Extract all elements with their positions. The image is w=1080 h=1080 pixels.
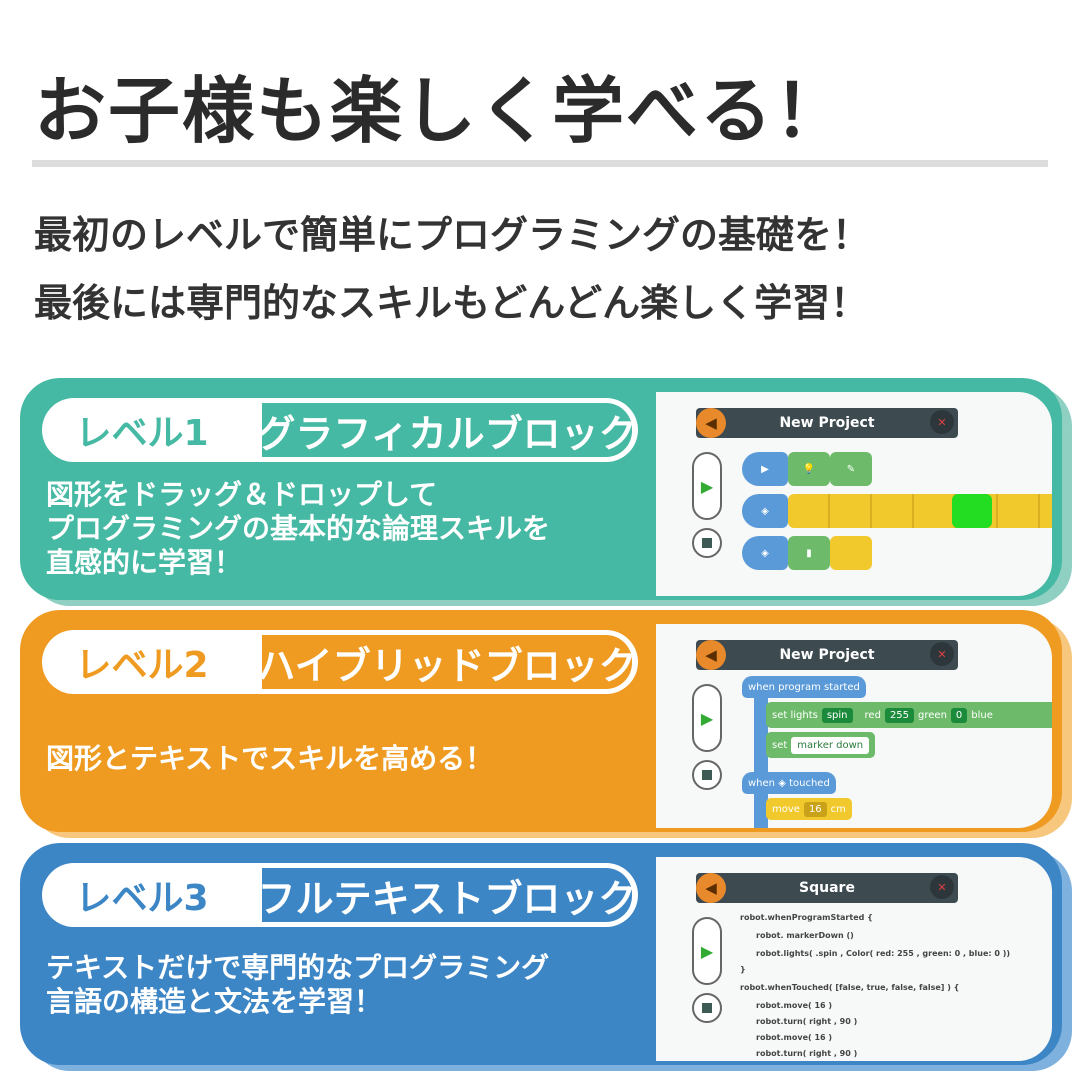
touched-label: touched xyxy=(789,777,830,789)
cm-label: cm xyxy=(830,803,846,815)
move-block xyxy=(830,536,872,570)
code-line: robot.move( 16 ) xyxy=(756,1033,833,1042)
red-label: red xyxy=(864,709,881,721)
green-value: 0 xyxy=(950,707,968,723)
when-start-block: ▶ xyxy=(742,452,788,486)
level-3-card: レベル3 フルテキストブロック テキストだけで専門的なプログラミング 言語の構造… xyxy=(20,843,1072,1071)
active-block xyxy=(952,494,992,528)
move-value: 16 xyxy=(803,801,827,817)
marker-value: marker down xyxy=(791,736,870,754)
desc-line: 言語の構造と文法を学習！ xyxy=(46,985,383,1018)
set-lights-block: set lights spin red 255 green 0 blue xyxy=(766,702,1052,728)
app-screenshot: New Project ◀ ✕ ▶ ▶ 💡 ✎ ◈ ◈ ▮ xyxy=(656,392,1052,596)
code-line: } xyxy=(740,965,746,974)
set-marker-block: set marker down xyxy=(766,732,876,758)
app-screenshot: New Project ◀ ✕ ▶ when program started s… xyxy=(656,624,1052,828)
desc-line: プログラミングの基本的な論理スキルを xyxy=(46,512,551,545)
green-label: green xyxy=(918,709,947,721)
set-label: set xyxy=(772,739,788,751)
code-line: robot.whenTouched( [false, true, false, … xyxy=(740,983,960,992)
project-title: Square xyxy=(696,873,958,903)
level-2-label: レベル2 ハイブリッドブロック xyxy=(42,630,638,694)
blue-label: blue xyxy=(971,709,993,721)
when-touched-block: ◈ xyxy=(742,536,788,570)
when-touched-block: ◈ xyxy=(742,494,788,528)
code-line: robot.whenProgramStarted { xyxy=(740,913,873,922)
code-line: robot.lights( .spin , Color( red: 255 , … xyxy=(756,949,1011,958)
level-3-label: レベル3 フルテキストブロック xyxy=(42,863,638,927)
play-icon: ▶ xyxy=(692,452,722,520)
level-description: テキストだけで専門的なプログラミング 言語の構造と文法を学習！ xyxy=(46,951,549,1019)
move-blocks xyxy=(788,494,1052,528)
close-icon: ✕ xyxy=(930,875,954,899)
level-1-label: レベル1 グラフィカルブロック xyxy=(42,398,638,462)
app-screenshot: Square ◀ ✕ ▶ robot.whenProgramStarted { … xyxy=(656,857,1052,1061)
level-name: ハイブリッドブロック xyxy=(257,635,637,689)
close-icon: ✕ xyxy=(930,410,954,434)
level-name: グラフィカルブロック xyxy=(257,403,637,457)
back-arrow-icon: ◀ xyxy=(696,408,726,438)
back-arrow-icon: ◀ xyxy=(696,873,726,903)
desc-line: テキストだけで専門的なプログラミング xyxy=(46,951,550,984)
page-title: お子様も楽しく学べる！ xyxy=(34,69,849,153)
code-line: robot.turn( right , 90 ) xyxy=(756,1017,858,1026)
level-description: 図形をドラッグ＆ドロップして プログラミングの基本的な論理スキルを 直感的に学習… xyxy=(46,478,550,580)
red-value: 255 xyxy=(884,707,915,723)
divider xyxy=(32,160,1048,167)
when-started-block: when program started xyxy=(742,676,866,698)
level-description: 図形とテキストでスキルを高める！ xyxy=(46,742,493,776)
close-icon: ✕ xyxy=(930,642,954,666)
subtitle-line-1: 最初のレベルで簡単にプログラミングの基礎を！ xyxy=(34,213,871,257)
when-label: when xyxy=(748,777,776,789)
code-line: robot. markerDown () xyxy=(756,931,854,940)
sound-block: ▮ xyxy=(788,536,830,570)
desc-line: 図形をドラッグ＆ドロップして xyxy=(46,478,438,511)
spin-value: spin xyxy=(821,707,853,723)
level-number: レベル3 xyxy=(75,878,209,919)
back-arrow-icon: ◀ xyxy=(696,640,726,670)
level-1-card: レベル1 グラフィカルブロック 図形をドラッグ＆ドロップして プログラミングの基… xyxy=(20,378,1072,606)
code-line: robot.turn( right , 90 ) xyxy=(756,1049,858,1058)
subtitle-line-2: 最後には専門的なスキルもどんどん楽しく学習！ xyxy=(34,281,869,325)
level-2-card: レベル2 ハイブリッドブロック 図形とテキストでスキルを高める！ New Pro… xyxy=(20,610,1072,838)
code-line: robot.move( 16 ) xyxy=(756,1001,833,1010)
stop-icon xyxy=(692,760,722,790)
marker-block: ✎ xyxy=(830,452,872,486)
level-name: フルテキストブロック xyxy=(258,868,636,922)
level-number: レベル2 xyxy=(75,645,209,686)
move-label: move xyxy=(772,803,800,815)
stop-icon xyxy=(692,993,722,1023)
stop-icon xyxy=(692,528,722,558)
level-number: レベル1 xyxy=(75,413,209,454)
desc-line: 図形とテキストでスキルを高める！ xyxy=(46,742,494,775)
project-title: New Project xyxy=(696,408,958,438)
when-touched-block: when ◈ touched xyxy=(742,772,836,794)
lights-block: 💡 xyxy=(788,452,830,486)
play-icon: ▶ xyxy=(692,684,722,752)
desc-line: 直感的に学習！ xyxy=(46,546,243,579)
set-lights-label: set lights xyxy=(772,709,818,721)
project-title: New Project xyxy=(696,640,958,670)
move-block: move 16 cm xyxy=(766,798,852,820)
play-icon: ▶ xyxy=(692,917,722,985)
